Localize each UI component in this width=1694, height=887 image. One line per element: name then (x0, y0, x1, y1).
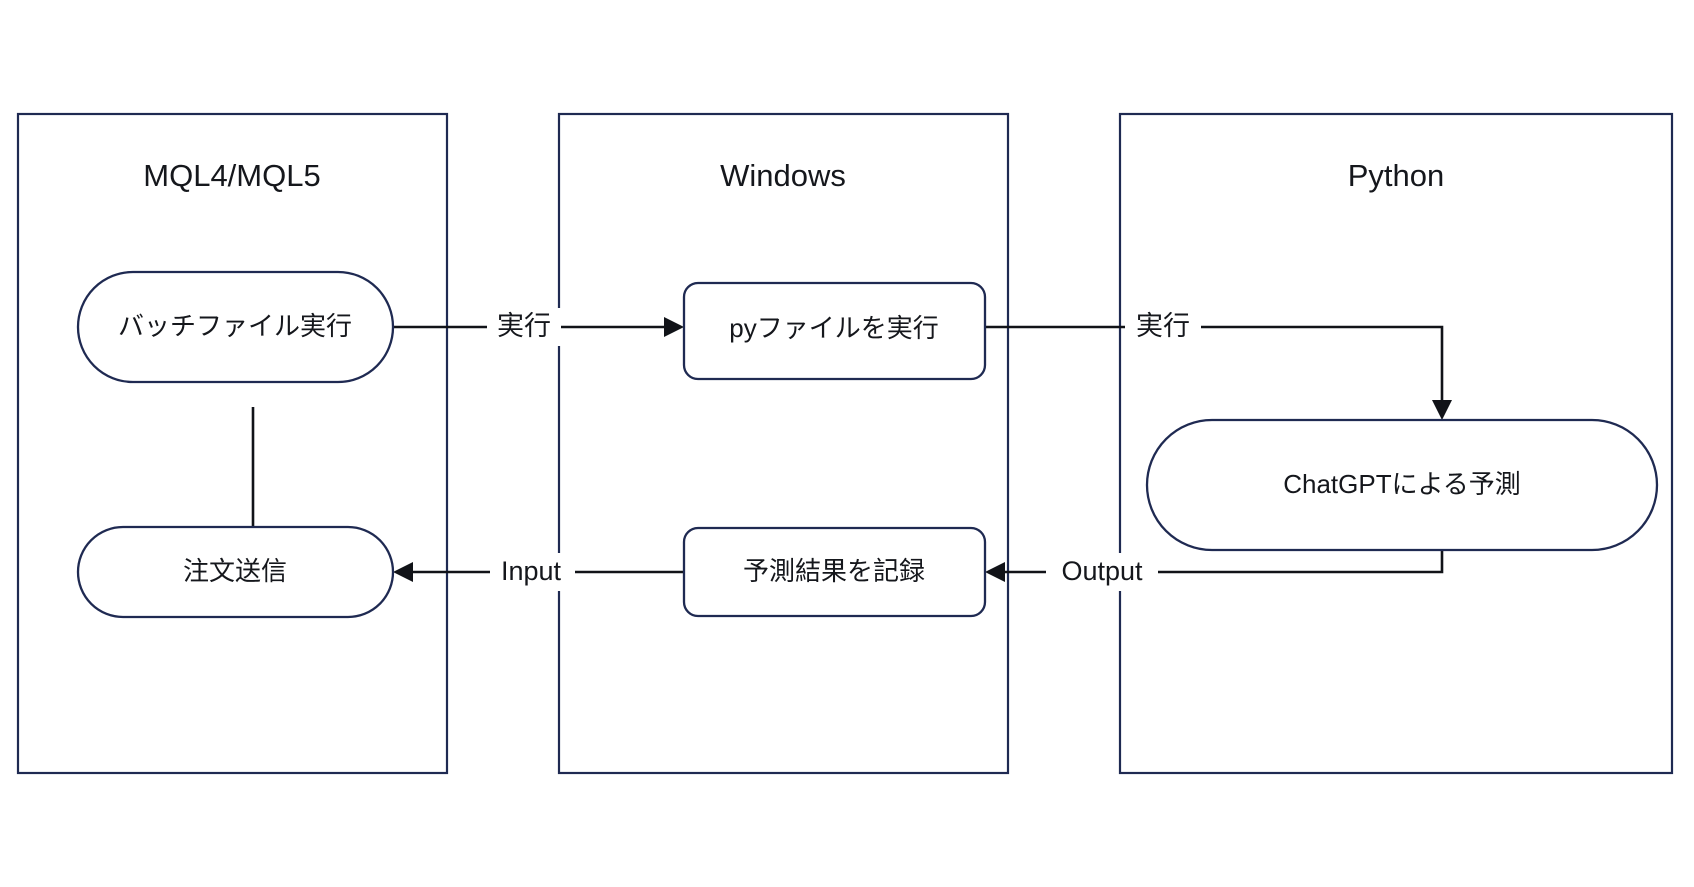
edge-runpy-to-chatgpt: 実行 (985, 308, 1452, 420)
edge-record-to-order-label-bg (490, 553, 575, 591)
node-chatgpt[interactable]: ChatGPTによる予測 (1145, 418, 1659, 552)
lane-mql: MQL4/MQL5 (16, 112, 449, 775)
node-order-label: 注文送信 (183, 556, 287, 586)
node-batch-label: バッチファイル実行 (118, 311, 352, 341)
edge-record-to-order-label: Input (501, 556, 562, 586)
node-batch-shape[interactable] (76, 270, 395, 384)
lane-mql-title: MQL4/MQL5 (143, 158, 320, 193)
node-runpy[interactable]: pyファイルを実行 (682, 281, 987, 381)
edge-batch-to-runpy-label-bg (487, 308, 561, 346)
edge-batch-to-runpy: 実行 (393, 308, 684, 346)
edge-record-to-order: Input (393, 553, 684, 591)
lane-windows-title: Windows (720, 158, 846, 193)
node-record-shape[interactable] (682, 526, 987, 618)
node-record-label: 予測結果を記録 (743, 556, 925, 586)
node-runpy-label: pyファイルを実行 (729, 313, 938, 343)
edge-runpy-to-chatgpt-label: 実行 (1136, 311, 1190, 341)
edge-chatgpt-to-record: Output (985, 550, 1444, 591)
edge-chatgpt-to-record-arrowhead (985, 562, 1005, 582)
edge-runpy-to-chatgpt-arrowhead (1432, 400, 1452, 420)
node-chatgpt-label: ChatGPTによる予測 (1283, 469, 1521, 499)
edge-batch-to-runpy-arrowhead (664, 317, 684, 337)
node-order[interactable]: 注文送信 (76, 525, 395, 619)
node-record[interactable]: 予測結果を記録 (682, 526, 987, 618)
edge-batch-to-runpy-label: 実行 (497, 311, 551, 341)
lane-windows-border (557, 112, 1010, 775)
node-batch[interactable]: バッチファイル実行 (76, 270, 395, 384)
node-order-shape[interactable] (76, 525, 395, 619)
lane-mql-border (16, 112, 449, 775)
edge-chatgpt-to-record-label: Output (1061, 556, 1143, 586)
edge-runpy-to-chatgpt-label-bg (1125, 308, 1201, 346)
edge-record-to-order-arrowhead (393, 562, 413, 582)
lane-windows: Windows (557, 112, 1010, 775)
node-chatgpt-shape[interactable] (1145, 418, 1659, 552)
node-runpy-shape[interactable] (682, 281, 987, 381)
lane-python-title: Python (1348, 158, 1445, 193)
edge-chatgpt-to-record-label-bg (1046, 553, 1158, 591)
